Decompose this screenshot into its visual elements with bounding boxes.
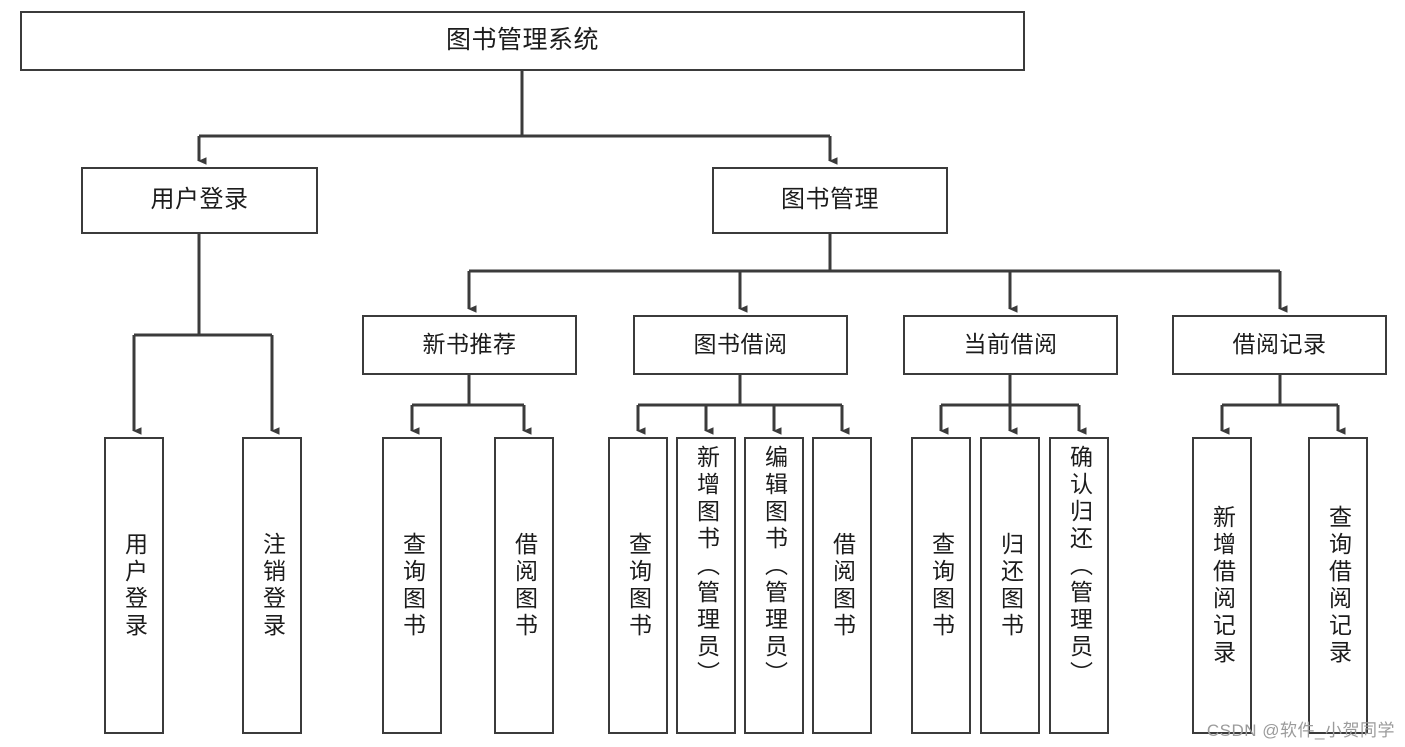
leaf-new-book-borrow-label: 借阅图书 bbox=[511, 531, 538, 640]
leaf-book-borrow-query-label: 查询图书 bbox=[625, 531, 652, 640]
node-user-login-label: 用户登录 bbox=[150, 186, 249, 214]
node-root-system-label: 图书管理系统 bbox=[445, 26, 599, 55]
leaf-current-borrow-confirm[interactable]: 确认归还（管理员） bbox=[1049, 437, 1109, 734]
node-book-management-label: 图书管理 bbox=[781, 186, 879, 214]
leaf-current-borrow-return[interactable]: 归还图书 bbox=[980, 437, 1040, 734]
leaf-book-borrow-edit-label: 编辑图书（管理员） bbox=[761, 445, 788, 688]
leaf-borrow-record-add-label: 新增借阅记录 bbox=[1209, 504, 1236, 667]
leaf-current-borrow-query[interactable]: 查询图书 bbox=[911, 437, 971, 734]
node-current-borrow[interactable]: 当前借阅 bbox=[903, 315, 1118, 375]
node-root-system[interactable]: 图书管理系统 bbox=[20, 11, 1025, 71]
leaf-user-login-login[interactable]: 用户登录 bbox=[104, 437, 164, 734]
leaf-current-borrow-query-label: 查询图书 bbox=[928, 531, 955, 640]
node-user-login[interactable]: 用户登录 bbox=[81, 167, 318, 234]
leaf-new-book-borrow[interactable]: 借阅图书 bbox=[494, 437, 554, 734]
leaf-borrow-record-query-label: 查询借阅记录 bbox=[1325, 504, 1352, 667]
node-new-book-recommend-label: 新书推荐 bbox=[422, 331, 517, 358]
leaf-book-borrow-query[interactable]: 查询图书 bbox=[608, 437, 668, 734]
node-book-borrow-label: 图书借阅 bbox=[693, 331, 788, 358]
leaf-user-login-login-label: 用户登录 bbox=[121, 531, 148, 640]
leaf-borrow-record-add[interactable]: 新增借阅记录 bbox=[1192, 437, 1252, 734]
leaf-book-borrow-edit[interactable]: 编辑图书（管理员） bbox=[744, 437, 804, 734]
leaf-new-book-query[interactable]: 查询图书 bbox=[382, 437, 442, 734]
leaf-new-book-query-label: 查询图书 bbox=[399, 531, 426, 640]
node-current-borrow-label: 当前借阅 bbox=[963, 331, 1058, 358]
csdn-watermark: CSDN @软件_小贺同学 bbox=[1206, 721, 1395, 740]
leaf-book-borrow-add[interactable]: 新增图书（管理员） bbox=[676, 437, 736, 734]
leaf-current-borrow-return-label: 归还图书 bbox=[997, 531, 1024, 640]
node-book-management[interactable]: 图书管理 bbox=[712, 167, 948, 234]
leaf-book-borrow-add-label: 新增图书（管理员） bbox=[693, 445, 720, 688]
node-book-borrow[interactable]: 图书借阅 bbox=[633, 315, 848, 375]
leaf-book-borrow-borrow-label: 借阅图书 bbox=[829, 531, 856, 640]
node-new-book-recommend[interactable]: 新书推荐 bbox=[362, 315, 577, 375]
leaf-current-borrow-confirm-label: 确认归还（管理员） bbox=[1066, 445, 1093, 688]
leaf-book-borrow-borrow[interactable]: 借阅图书 bbox=[812, 437, 872, 734]
leaf-borrow-record-query[interactable]: 查询借阅记录 bbox=[1308, 437, 1368, 734]
node-borrow-record-label: 借阅记录 bbox=[1232, 331, 1327, 358]
node-borrow-record[interactable]: 借阅记录 bbox=[1172, 315, 1387, 375]
leaf-user-login-logout[interactable]: 注销登录 bbox=[242, 437, 302, 734]
leaf-user-login-logout-label: 注销登录 bbox=[259, 531, 286, 640]
